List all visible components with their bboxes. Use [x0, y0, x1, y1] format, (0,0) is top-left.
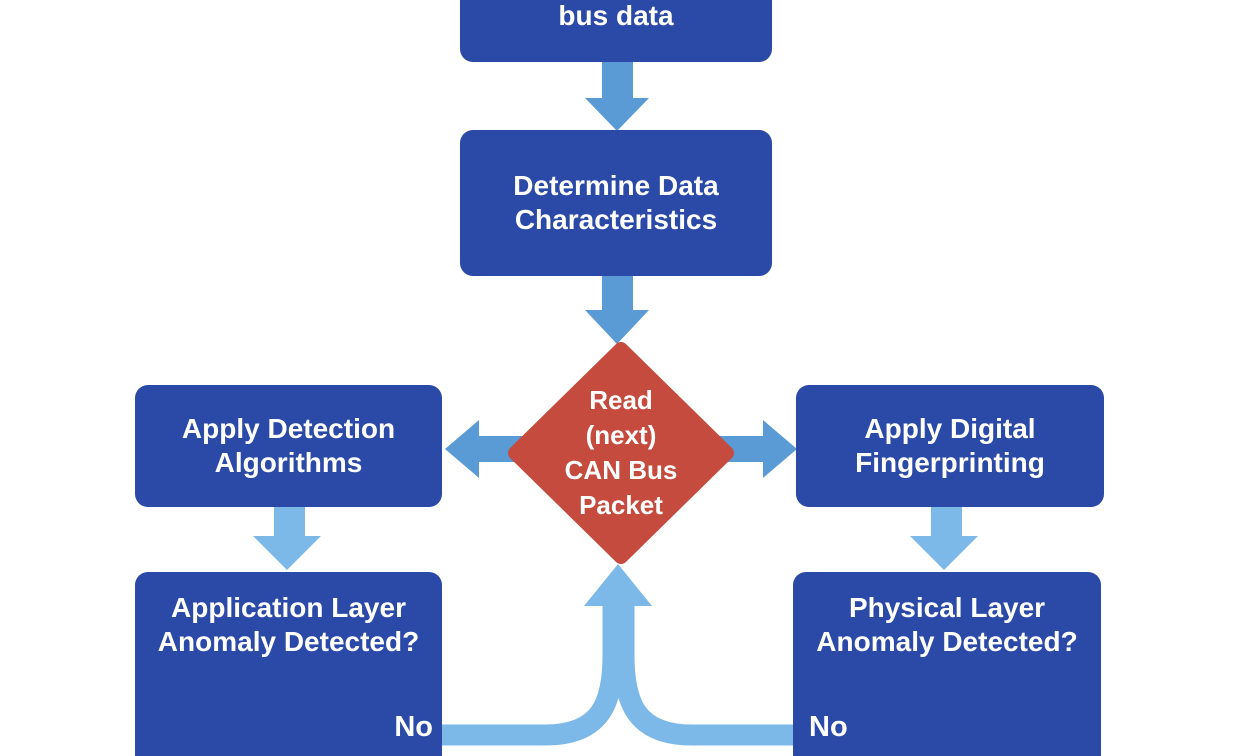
node-determine-data-characteristics: Determine Data Characteristics — [460, 130, 772, 276]
node-application-layer-anomaly: Application Layer Anomaly Detected? No — [135, 572, 442, 756]
arrow-down-icon — [585, 58, 649, 131]
arrow-down-icon — [910, 505, 978, 570]
branch-label-no: No — [394, 711, 433, 743]
node-apply-detection-algorithms-label: Apply Detection Algorithms — [181, 413, 396, 478]
decision-diamond — [508, 342, 734, 564]
decision-diamond-label: Read (next) CAN Bus Packet — [564, 385, 678, 520]
node-apply-digital-fingerprinting: Apply Digital Fingerprinting — [796, 385, 1104, 507]
return-arrow-merge-icon — [436, 564, 800, 746]
node-collect-bus-data-label: bus data — [558, 0, 674, 31]
node-physical-layer-anomaly: Physical Layer Anomaly Detected? No — [793, 572, 1101, 756]
node-physical-layer-anomaly-label: Physical Layer Anomaly Detected? — [816, 592, 1078, 657]
arrow-down-icon — [585, 276, 649, 344]
branch-label-no: No — [809, 711, 848, 743]
node-apply-digital-fingerprinting-label: Apply Digital Fingerprinting — [855, 413, 1045, 478]
node-application-layer-anomaly-label: Application Layer Anomaly Detected? — [157, 592, 420, 657]
node-determine-data-characteristics-label: Determine Data Characteristics — [513, 170, 719, 235]
node-collect-bus-data: bus data — [460, 0, 772, 62]
arrow-down-icon — [253, 505, 321, 570]
node-apply-detection-algorithms: Apply Detection Algorithms — [135, 385, 442, 507]
